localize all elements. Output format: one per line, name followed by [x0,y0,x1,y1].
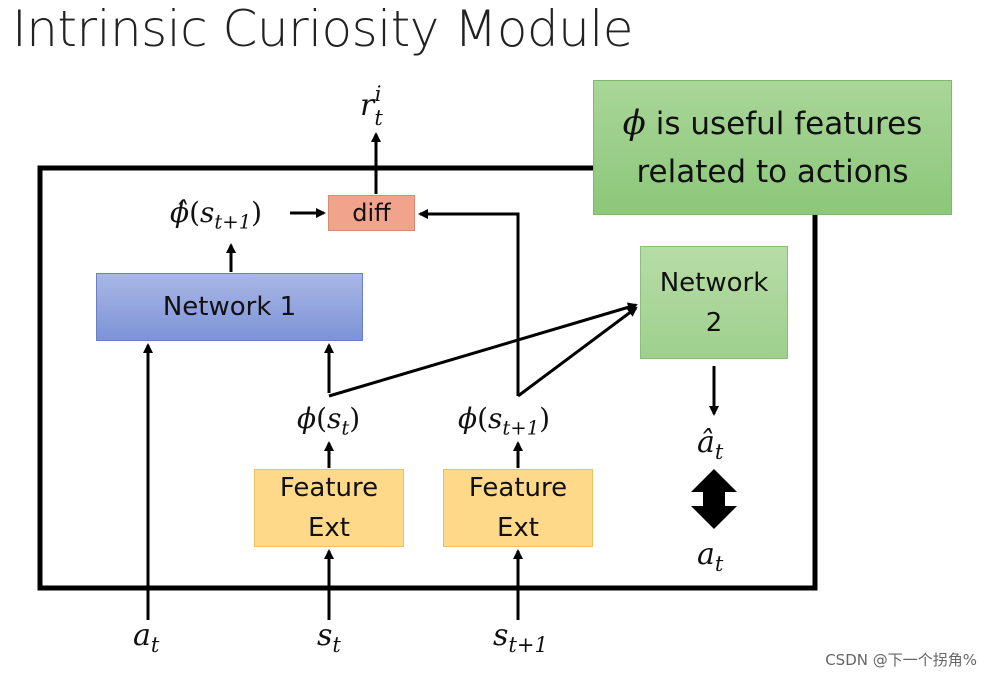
intrinsic-reward-label: rti [360,82,383,130]
input-state-label: st [317,618,341,657]
predicted-action-label: ât [697,425,724,464]
feature-ext-block-1: Feature Ext [254,469,404,547]
predicted-feature-label: ϕ̂(st+1) [170,196,263,234]
note-phi-symbol: ϕ [622,103,646,143]
arrow-phi-st1-to-network2 [517,306,638,398]
network2-label-line2: 2 [705,307,723,338]
input-next-state-label: st+1 [493,618,548,657]
page-title: Intrinsic Curiosity Module [12,0,633,58]
watermark: CSDN @下一个拐角% [825,651,977,669]
feature-st-label: ϕ(st) [297,402,361,440]
network1-label: Network 1 [162,292,297,322]
feature-ext-2-line1: Feature [468,473,568,503]
note-line1: is useful features [645,106,923,142]
feature-ext-block-2: Feature Ext [443,469,593,547]
true-action-label: at [697,537,724,576]
network2-label-line1: Network [659,267,769,298]
diff-block: diff [328,195,415,231]
compare-double-arrow [691,469,737,529]
feature-note-callout: ϕ is useful features related to actions [593,80,952,215]
input-action-label: at [133,618,160,657]
note-line2: related to actions [636,154,909,190]
network2-block: Network 2 [640,246,788,359]
feature-ext-2-line2: Ext [496,513,539,543]
feature-ext-1-line1: Feature [279,473,379,503]
network1-block: Network 1 [96,273,363,341]
arrow-phi-st-to-network2 [328,302,638,398]
arrow-phi-st1-to-diff [418,209,520,396]
feature-ext-1-line2: Ext [307,513,350,543]
diff-label: diff [352,199,391,227]
feature-st1-label: ϕ(st+1) [458,402,551,440]
module-frame [37,165,818,591]
